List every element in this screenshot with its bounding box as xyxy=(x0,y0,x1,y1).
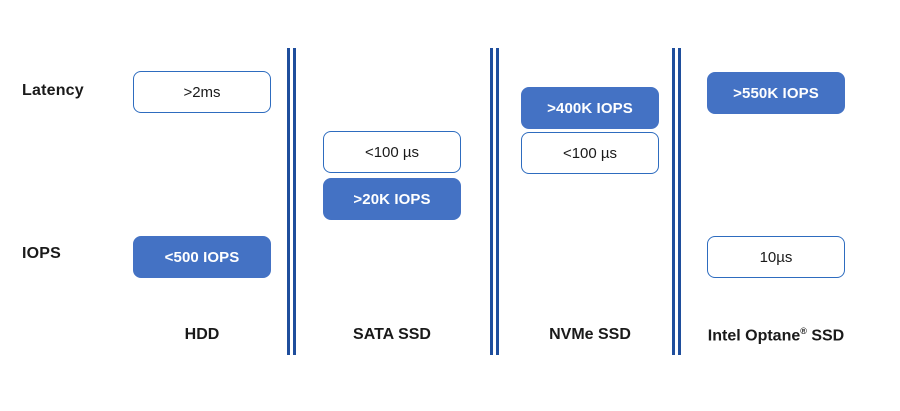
metric-pill-optane-iops: >550K IOPS xyxy=(707,72,845,114)
column-label-nvme-ssd: NVMe SSD xyxy=(549,326,631,343)
metric-pill-nvme-iops: >400K IOPS xyxy=(521,87,659,129)
divider-rule-right xyxy=(293,48,296,355)
metric-pill-sata-latency: <100 µs xyxy=(323,131,461,173)
divider-rule-left xyxy=(490,48,493,355)
metric-pill-hdd-latency: >2ms xyxy=(133,71,271,113)
column-label-intel-optane-ssd: Intel Optane® SSD xyxy=(700,326,852,411)
divider-rule-left xyxy=(672,48,675,355)
column-divider-1 xyxy=(287,48,296,355)
metric-pill-optane-latency: 10µs xyxy=(707,236,845,278)
divider-rule-left xyxy=(287,48,290,355)
metric-pill-nvme-latency: <100 µs xyxy=(521,132,659,174)
column-label-suffix: SSD xyxy=(806,327,845,345)
column-label-hdd: HDD xyxy=(184,326,220,343)
metric-pill-sata-iops: >20K IOPS xyxy=(323,178,461,220)
divider-rule-right xyxy=(496,48,499,355)
column-label-text: Intel Optane xyxy=(707,327,801,345)
registered-trademark-icon: ® xyxy=(800,326,807,336)
column-divider-3 xyxy=(672,48,681,355)
divider-rule-right xyxy=(678,48,681,355)
axis-label-iops: IOPS xyxy=(22,245,62,262)
axis-label-latency: Latency xyxy=(22,82,84,99)
metric-pill-hdd-iops: <500 IOPS xyxy=(133,236,271,278)
column-label-sata-ssd: SATA SSD xyxy=(353,326,431,343)
column-divider-2 xyxy=(490,48,499,355)
